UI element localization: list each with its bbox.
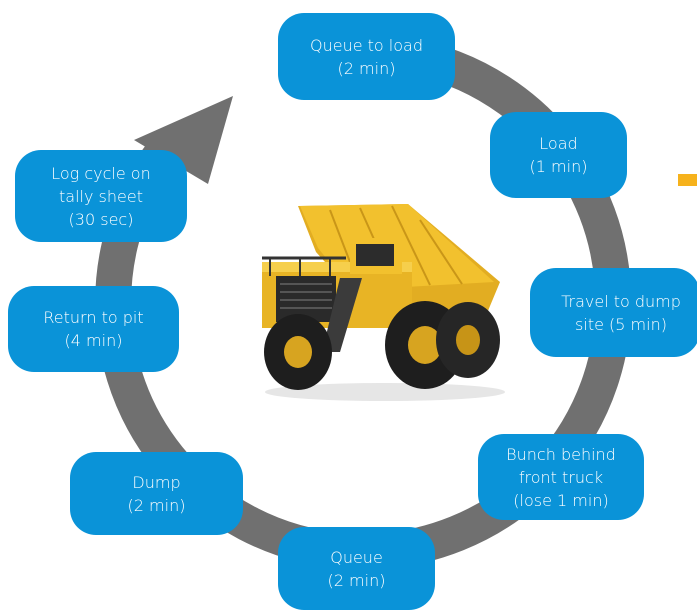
step-queue: Queue (2 min) bbox=[278, 527, 435, 610]
step-bunch-behind-line-1: Bunch behind bbox=[506, 444, 616, 464]
step-queue-to-load-line-1: Queue to load bbox=[310, 35, 423, 55]
step-bunch-behind-line-2: front truck bbox=[518, 467, 604, 487]
step-dump-line-1: Dump bbox=[132, 472, 181, 492]
step-travel-to-dump: Travel to dump site (5 min) bbox=[530, 268, 697, 357]
step-load-line-2: (1 min) bbox=[529, 157, 588, 176]
step-log-cycle-line-2: tally sheet bbox=[59, 186, 143, 206]
step-queue-line-2: (2 min) bbox=[327, 570, 386, 590]
step-dump-line-2: (2 min) bbox=[127, 495, 186, 515]
step-return-to-pit: Return to pit (4 min) bbox=[8, 286, 179, 372]
step-queue-to-load: Queue to load (2 min) bbox=[278, 13, 455, 100]
step-return-to-pit-line-2: (4 min) bbox=[64, 331, 123, 350]
step-bunch-behind-line-3: (lose 1 min) bbox=[513, 490, 609, 510]
step-queue-line-1: Queue bbox=[330, 547, 383, 567]
step-bunch-behind: Bunch behind front truck (lose 1 min) bbox=[478, 434, 644, 520]
step-dump: Dump (2 min) bbox=[70, 452, 243, 535]
step-queue-to-load-line-2: (2 min) bbox=[337, 58, 396, 78]
step-log-cycle-line-1: Log cycle on bbox=[51, 163, 151, 183]
mining-haul-truck-icon bbox=[262, 204, 505, 401]
arrow-head-icon bbox=[134, 96, 233, 184]
step-log-cycle-line-3: (30 sec) bbox=[68, 209, 134, 229]
step-load-line-1: Load bbox=[539, 134, 578, 153]
yellow-accent-marker bbox=[678, 174, 697, 186]
step-travel-to-dump-line-2: site (5 min) bbox=[575, 314, 667, 334]
step-return-to-pit-line-1: Return to pit bbox=[43, 308, 144, 327]
step-log-cycle: Log cycle on tally sheet (30 sec) bbox=[15, 150, 187, 242]
step-load: Load (1 min) bbox=[490, 112, 627, 198]
step-travel-to-dump-line-1: Travel to dump bbox=[561, 291, 681, 311]
